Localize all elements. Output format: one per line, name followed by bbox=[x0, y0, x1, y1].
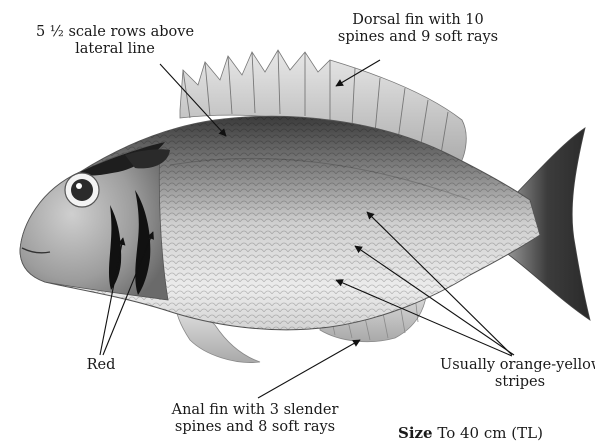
size-value: To 40 cm (TL) bbox=[437, 424, 543, 442]
label-dorsal-fin: Dorsal fin with 10 spines and 9 soft ray… bbox=[318, 12, 518, 46]
arrow-anal bbox=[258, 340, 360, 398]
label-anal-fin: Anal fin with 3 slender spines and 8 sof… bbox=[140, 402, 370, 436]
label-stripes: Usually orange-yellow stripes bbox=[440, 357, 595, 391]
label-red: Red bbox=[76, 357, 126, 374]
label-scale-rows: 5 ½ scale rows above lateral line bbox=[20, 24, 210, 58]
eye bbox=[65, 173, 99, 207]
size-heading: Size bbox=[398, 424, 433, 442]
label-size: Size To 40 cm (TL) bbox=[398, 425, 543, 442]
